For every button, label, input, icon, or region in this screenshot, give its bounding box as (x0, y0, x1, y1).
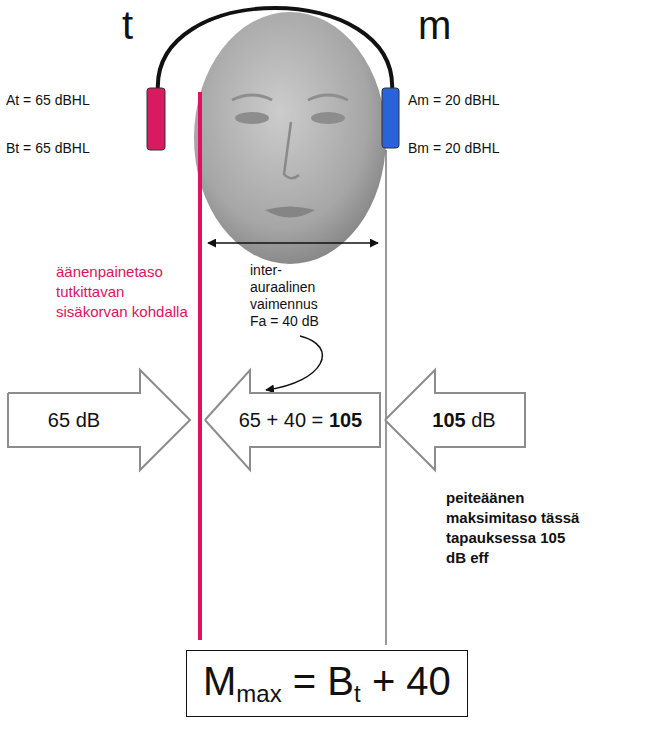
arrow-outline (205, 370, 380, 470)
value-text: = B (293, 659, 354, 703)
mouth (265, 207, 315, 218)
inner-ear-note-box: äänenpainetaso tutkittavan sisäkorvan ko… (56, 262, 194, 322)
threshold-value-box: Bm = 20 dBHL (408, 140, 499, 156)
face (194, 12, 386, 264)
arrow-outline (8, 370, 190, 470)
eye (235, 112, 269, 124)
ear-letter-box: t (122, 2, 133, 48)
value-text: 105 (329, 409, 362, 431)
curved-pointer-arrow (266, 336, 322, 390)
inner-ear-note: äänenpainetaso tutkittavan sisäkorvan ko… (56, 262, 194, 322)
value-text: 65 dB (48, 409, 100, 431)
left-earphone (147, 88, 165, 150)
value-text: 65 + 40 = (239, 409, 324, 431)
arrow-text-area: 65 + 40 =105 (221, 370, 380, 470)
threshold-value: Bm = 20 dBHL (408, 140, 499, 156)
value-text: M (203, 659, 236, 703)
formula-box: Mmax = Bt + 40 (186, 650, 468, 717)
masking-note: peiteäänen maksimitaso tässä tapauksessa… (446, 488, 582, 568)
inner-ear-line (198, 92, 202, 640)
attenuation-note-box: inter- auraalinen vaimennus Fa = 40 dB (250, 262, 334, 330)
arrow-text-line: 105 dB (432, 409, 495, 432)
headband (158, 8, 392, 92)
eyebrow (232, 95, 272, 100)
eyebrow (308, 95, 348, 100)
ear-letter: t (122, 2, 133, 48)
attenuation-span-arrow (208, 242, 378, 243)
nose (284, 122, 299, 178)
ear-letter: m (418, 2, 451, 48)
right-earphone (382, 88, 399, 148)
arrow-text-area: 105 dB (403, 370, 525, 470)
value-text: dB (471, 409, 495, 431)
attenuation-note: inter- auraalinen vaimennus Fa = 40 dB (250, 262, 334, 330)
arrow-outline (385, 370, 525, 470)
masked-ear-line (386, 150, 387, 645)
level-arrow: 65 + 40 =105 (205, 370, 380, 470)
arrow-text-line: 65 dB (48, 409, 100, 432)
formula-line: Mmax = Bt + 40 (203, 659, 451, 708)
threshold-value-box: Bt = 65 dBHL (6, 140, 90, 156)
ear-letter-box: m (418, 2, 451, 48)
level-arrow: 65 dB (8, 370, 190, 470)
value-text: + 40 (372, 659, 451, 703)
threshold-value: Bt = 65 dBHL (6, 140, 90, 156)
arrow-text-area: 65 dB (8, 370, 140, 470)
eye (311, 112, 345, 124)
masking-note-box: peiteäänen maksimitaso tässä tapauksessa… (446, 488, 582, 568)
arrow-text-line: 65 + 40 =105 (239, 409, 363, 432)
threshold-value-box: At = 65 dBHL (6, 92, 90, 108)
value-text: 105 (432, 409, 465, 431)
level-arrow: 105 dB (385, 370, 525, 470)
threshold-value-box: Am = 20 dBHL (408, 92, 499, 108)
subscript: t (354, 680, 361, 707)
threshold-value: Am = 20 dBHL (408, 92, 499, 108)
subscript: max (236, 680, 281, 707)
threshold-value: At = 65 dBHL (6, 92, 90, 108)
